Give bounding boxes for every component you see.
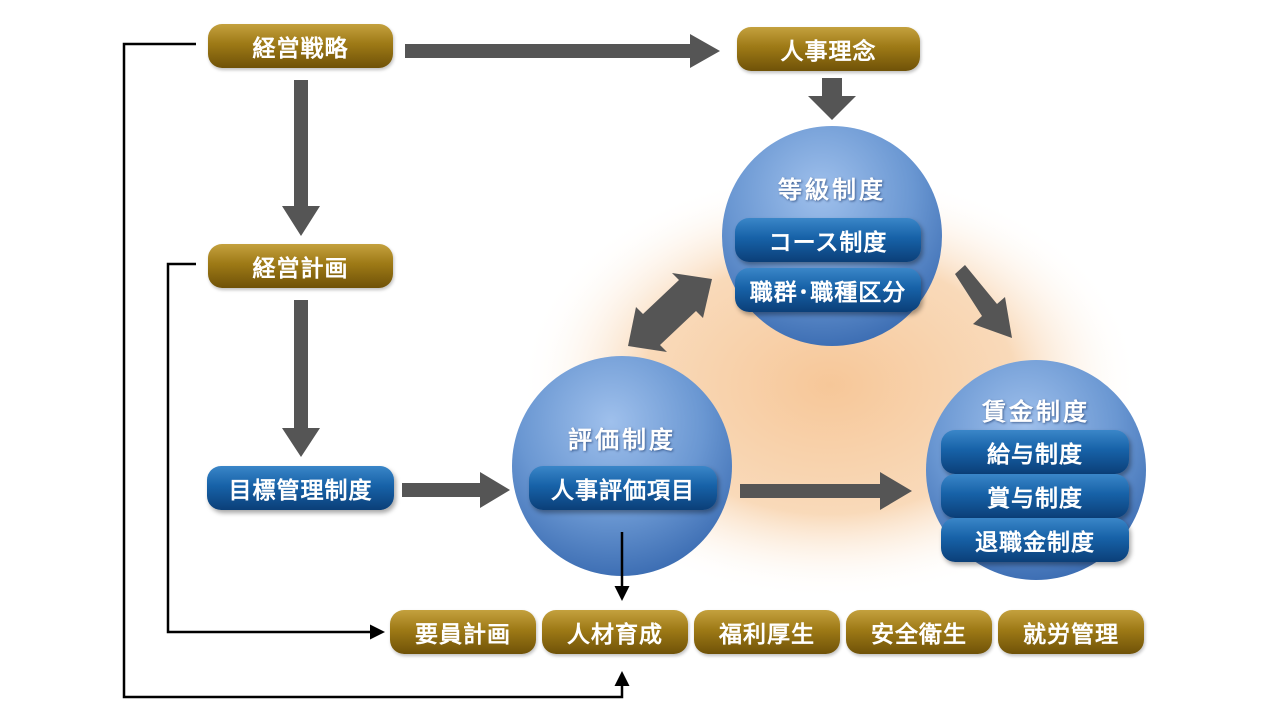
evaluation-item-hr-appraisal: 人事評価項目: [529, 466, 717, 510]
bottom-item-labor-management: 就労管理: [998, 610, 1144, 654]
evaluation-system-title: 評価制度: [568, 426, 676, 454]
feedback-lines: [122, 42, 630, 699]
management-plan-box: 経営計画: [208, 244, 393, 288]
grade-system-title: 等級制度: [778, 176, 886, 204]
arrow-strategy-to-plan: [282, 80, 320, 236]
arrow-strategy-to-philosophy: [405, 34, 720, 68]
bottom-item-staffing-plan: 要員計画: [390, 610, 536, 654]
flow-arrows: [282, 34, 1012, 510]
wage-system-title: 賃金制度: [982, 398, 1090, 426]
bottom-item-welfare: 福利厚生: [694, 610, 840, 654]
arrow-grade-to-wage: [955, 265, 1012, 338]
bottom-item-talent-development: 人材育成: [542, 610, 688, 654]
arrow-philosophy-to-grade: [808, 78, 856, 120]
management-strategy-box: 経営戦略: [208, 24, 393, 68]
mbo-system-box: 目標管理制度: [207, 466, 394, 510]
arrow-evaluation-to-wage: [740, 472, 912, 510]
line-plan-to-staffing: [166, 262, 385, 640]
wage-item-salary: 給与制度: [941, 430, 1129, 474]
grade-item-course-system: コース制度: [735, 218, 921, 262]
hr-philosophy-box: 人事理念: [737, 27, 920, 71]
arrow-plan-to-mbo: [282, 300, 320, 457]
arrow-mbo-to-evaluation: [402, 472, 510, 508]
arrow-grade-evaluation-bidirectional: [628, 273, 712, 352]
grade-item-job-classification: 職群･職種区分: [735, 268, 921, 312]
bottom-item-safety-health: 安全衛生: [846, 610, 992, 654]
line-strategy-to-development: [122, 42, 630, 699]
wage-item-bonus: 賞与制度: [941, 474, 1129, 518]
wage-item-retirement: 退職金制度: [941, 518, 1129, 562]
